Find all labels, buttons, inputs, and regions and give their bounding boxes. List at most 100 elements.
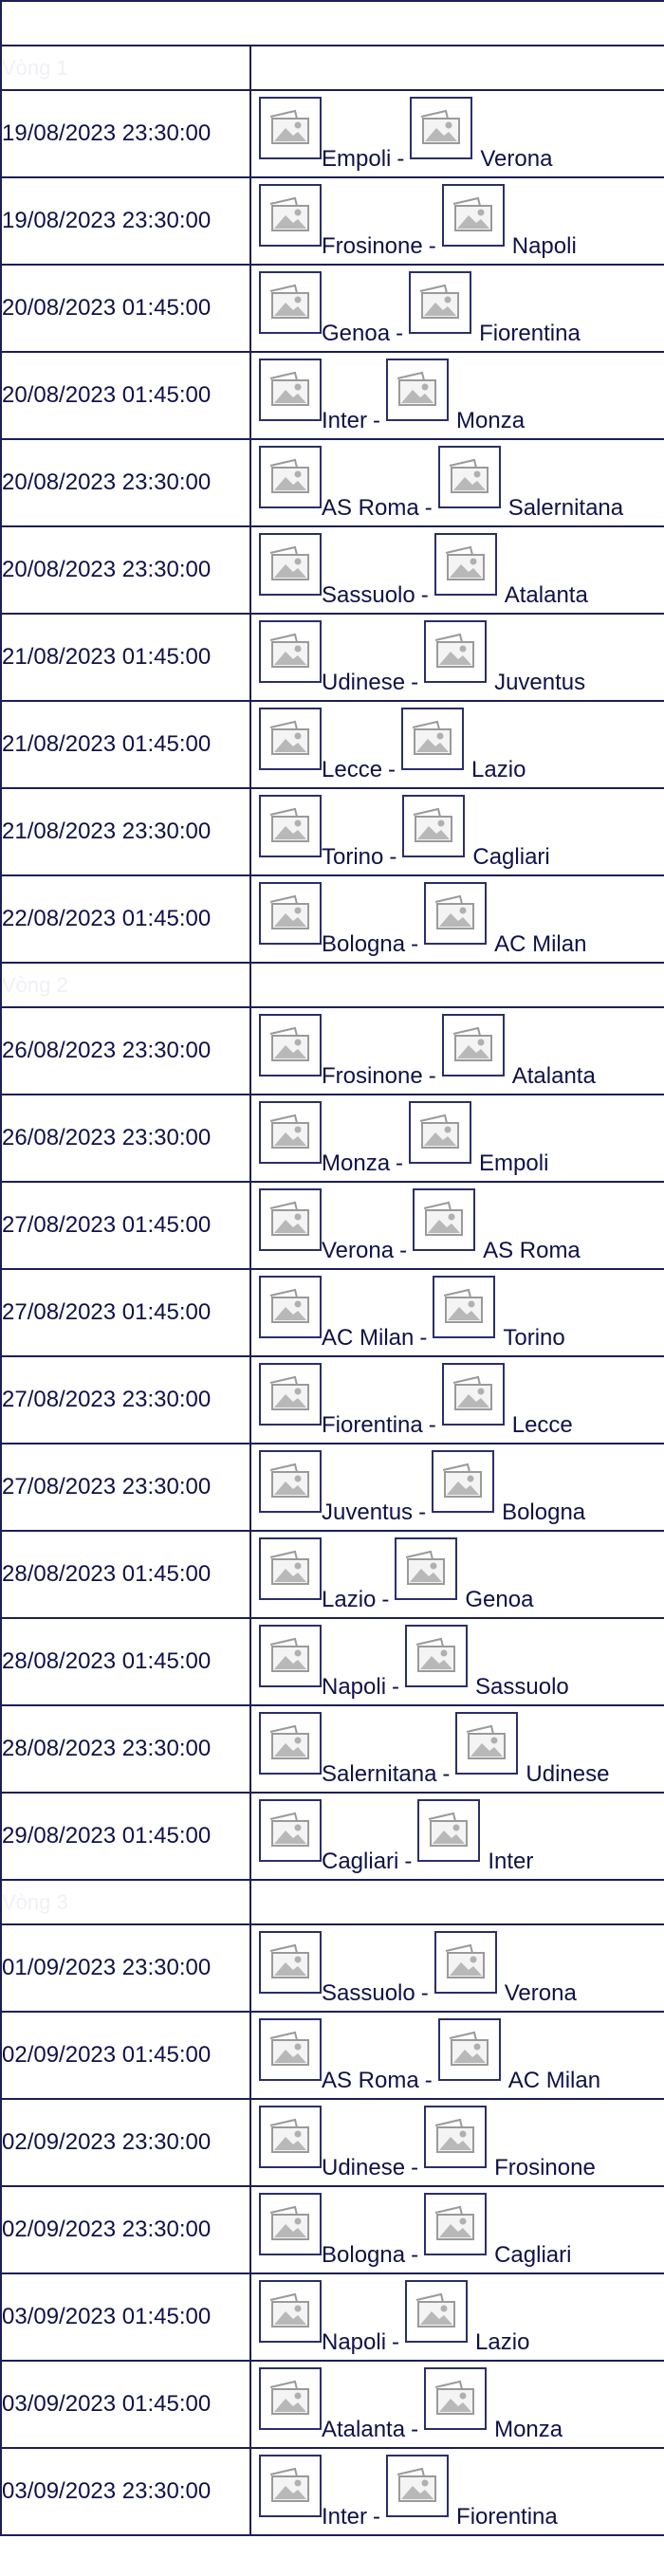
broken-image-icon <box>259 1712 322 1775</box>
match-row: 02/09/2023 01:45:00 AS Roma - AC Milan <box>0 2011 664 2100</box>
match-separator: - <box>420 582 429 608</box>
home-team-name[interactable]: Frosinone <box>322 1063 423 1089</box>
away-team-name[interactable]: Genoa <box>465 1587 534 1612</box>
broken-image-icon <box>259 1014 322 1076</box>
match-row: 20/08/2023 23:30:00 AS Roma - Salernitan… <box>0 438 664 527</box>
match-time: 26/08/2023 23:30:00 <box>0 1006 251 1095</box>
match-time: 27/08/2023 23:30:00 <box>0 1355 251 1444</box>
broken-image-icon <box>259 1799 322 1862</box>
away-team-name[interactable]: AC Milan <box>494 931 587 957</box>
home-team-name[interactable]: Napoli <box>322 2329 387 2355</box>
match-cell: Fiorentina - Lecce <box>249 1355 664 1444</box>
home-team-name[interactable]: Cagliari <box>322 1849 399 1874</box>
home-team-name[interactable]: Udinese <box>322 670 406 695</box>
away-team-name[interactable]: Monza <box>456 408 526 433</box>
broken-image-icon <box>441 1363 505 1426</box>
match-cell: Atalanta - Monza <box>249 2360 664 2449</box>
away-team-name[interactable]: Cagliari <box>494 2242 572 2268</box>
away-team-name[interactable]: Verona <box>480 146 553 172</box>
home-team-name[interactable]: AC Milan <box>322 1325 415 1351</box>
broken-image-icon <box>424 882 488 945</box>
match-row: 27/08/2023 23:30:00 Fiorentina - Lecce <box>0 1355 664 1444</box>
match-row: 19/08/2023 23:30:00 Frosinone - Napoli <box>0 176 664 266</box>
home-team-name[interactable]: Genoa <box>322 321 391 346</box>
match-cell: AC Milan - Torino <box>249 1268 664 1357</box>
away-team-name[interactable]: Bologna <box>502 1500 586 1525</box>
match-teams: Frosinone - Napoli <box>252 179 663 263</box>
home-team-name[interactable]: Empoli <box>322 146 392 172</box>
away-team-name[interactable]: Fiorentina <box>479 321 581 346</box>
home-team-name[interactable]: Sassuolo <box>322 1980 415 2006</box>
home-team-name[interactable]: Atalanta <box>322 2417 406 2442</box>
broken-image-icon <box>433 1276 496 1338</box>
home-team-name[interactable]: Monza <box>322 1150 391 1176</box>
match-cell: AS Roma - AC Milan <box>249 2011 664 2100</box>
away-team-name[interactable]: Juventus <box>494 670 586 695</box>
home-team-name[interactable]: AS Roma <box>322 495 419 521</box>
away-team-name[interactable]: Atalanta <box>504 582 588 608</box>
match-cell: Genoa - Fiorentina <box>249 264 664 353</box>
away-team-name[interactable]: Inter <box>488 1849 534 1874</box>
broken-image-icon <box>395 1537 458 1600</box>
away-team-name[interactable]: Lecce <box>511 1412 573 1438</box>
home-team-name[interactable]: Torino <box>322 844 384 870</box>
home-team-name[interactable]: Lazio <box>322 1587 377 1612</box>
table-header-cell <box>0 0 664 46</box>
home-team-name[interactable]: Frosinone <box>322 233 423 259</box>
match-separator: - <box>373 2504 381 2530</box>
home-team-name[interactable]: Udinese <box>322 2155 406 2180</box>
broken-image-icon <box>259 533 322 596</box>
home-team-name[interactable]: Salernitana <box>322 1761 437 1787</box>
away-team-name[interactable]: Atalanta <box>511 1063 596 1089</box>
home-team-name[interactable]: Inter <box>322 408 368 433</box>
home-team-name[interactable]: Inter <box>322 2504 368 2530</box>
home-team-name[interactable]: Verona <box>322 1238 395 1263</box>
away-team-name[interactable]: Frosinone <box>494 2155 596 2180</box>
match-time: 02/09/2023 23:30:00 <box>0 2098 251 2187</box>
match-separator: - <box>424 2068 433 2093</box>
home-team-name[interactable]: Fiorentina <box>322 1412 423 1438</box>
away-team-name[interactable]: Udinese <box>526 1761 610 1787</box>
match-cell: Verona - AS Roma <box>249 1181 664 1270</box>
match-separator: - <box>392 2329 400 2355</box>
match-teams: Napoli - Sassuolo <box>252 1620 663 1703</box>
match-row: 27/08/2023 23:30:00 Juventus - Bologna <box>0 1443 664 1532</box>
match-row: 21/08/2023 01:45:00 Lecce - Lazio <box>0 700 664 789</box>
round-label: Vòng 2 <box>0 962 251 1008</box>
match-separator: - <box>411 2155 419 2180</box>
away-team-name[interactable]: Torino <box>503 1325 565 1351</box>
home-team-name[interactable]: Bologna <box>322 2242 406 2268</box>
home-team-name[interactable]: Napoli <box>322 1674 387 1700</box>
match-separator: - <box>424 495 433 521</box>
home-team-name[interactable]: AS Roma <box>322 2068 419 2093</box>
match-cell: Napoli - Lazio <box>249 2272 664 2362</box>
away-team-name[interactable]: Empoli <box>479 1150 549 1176</box>
away-team-name[interactable]: AC Milan <box>507 2068 601 2093</box>
away-team-name[interactable]: Monza <box>494 2417 563 2442</box>
home-team-name[interactable]: Sassuolo <box>322 582 415 608</box>
away-team-name[interactable]: Lazio <box>471 757 526 782</box>
away-team-name[interactable]: Cagliari <box>472 844 550 870</box>
match-cell: Sassuolo - Verona <box>249 1923 664 2013</box>
match-time: 19/08/2023 23:30:00 <box>0 176 251 266</box>
home-team-name[interactable]: Lecce <box>322 757 383 782</box>
match-time: 20/08/2023 01:45:00 <box>0 264 251 353</box>
match-row: 01/09/2023 23:30:00 Sassuolo - Verona <box>0 1923 664 2013</box>
match-separator: - <box>428 1063 436 1089</box>
match-separator: - <box>411 931 419 957</box>
match-cell: Monza - Empoli <box>249 1094 664 1183</box>
home-team-name[interactable]: Juventus <box>322 1500 414 1525</box>
away-team-name[interactable]: Sassuolo <box>475 1674 569 1700</box>
away-team-name[interactable]: Salernitana <box>507 495 624 521</box>
match-teams: Verona - AS Roma <box>252 1184 663 1267</box>
away-team-name[interactable]: Verona <box>504 1980 577 2006</box>
match-cell: Lecce - Lazio <box>249 700 664 789</box>
away-team-name[interactable]: Fiorentina <box>456 2504 558 2530</box>
home-team-name[interactable]: Bologna <box>322 931 406 957</box>
away-team-name[interactable]: AS Roma <box>483 1238 581 1263</box>
broken-image-icon <box>402 795 466 857</box>
away-team-name[interactable]: Napoli <box>511 233 577 259</box>
round-row: Vòng 2 <box>0 962 664 1008</box>
away-team-name[interactable]: Lazio <box>475 2329 530 2355</box>
